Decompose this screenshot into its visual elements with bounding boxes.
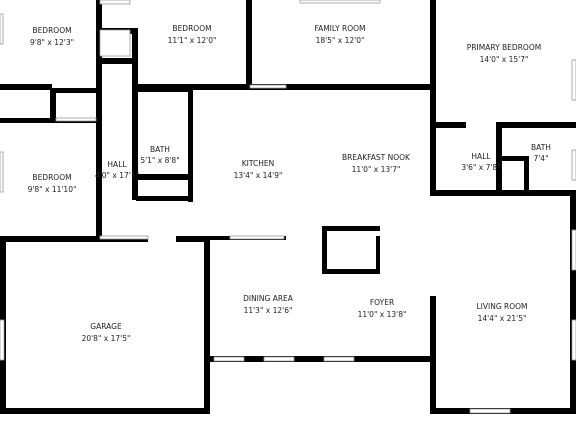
wall bbox=[496, 122, 576, 128]
window bbox=[99, 29, 131, 57]
wall bbox=[524, 156, 529, 196]
room-size-bedroom-n: 11'1" x 12'0" bbox=[168, 36, 217, 45]
wall bbox=[0, 84, 52, 90]
room-name-breakfast-nook: BREAKFAST NOOK bbox=[342, 153, 411, 162]
room-size-bedroom-w: 9'8" x 11'10" bbox=[28, 185, 77, 194]
window bbox=[99, 235, 149, 240]
room-size-breakfast-nook: 11'0" x 13'7" bbox=[352, 165, 401, 174]
window bbox=[323, 356, 355, 362]
wall bbox=[246, 0, 252, 88]
window bbox=[0, 319, 5, 361]
wall bbox=[132, 28, 138, 200]
window bbox=[571, 59, 576, 101]
window bbox=[0, 151, 4, 193]
room-name-bedroom-w: BEDROOM bbox=[32, 173, 71, 182]
room-name-dining-area: DINING AREA bbox=[243, 294, 294, 303]
wall bbox=[176, 236, 210, 242]
wall bbox=[430, 190, 576, 196]
window bbox=[299, 0, 381, 4]
wall bbox=[132, 88, 192, 92]
wall bbox=[96, 58, 138, 64]
room-name-bath-primary: BATH bbox=[531, 143, 551, 152]
wall bbox=[0, 118, 100, 123]
wall bbox=[210, 356, 434, 362]
window bbox=[99, 0, 131, 5]
room-size-foyer: 11'0" x 13'8" bbox=[358, 310, 407, 319]
wall bbox=[322, 226, 327, 274]
room-size-hall-e: 3'6" x 7'8" bbox=[461, 163, 500, 172]
room-name-foyer: FOYER bbox=[370, 298, 394, 307]
room-size-bath-primary: 7'4" bbox=[533, 154, 548, 163]
wall bbox=[430, 0, 436, 124]
wall bbox=[322, 269, 380, 274]
wall bbox=[570, 196, 576, 414]
room-size-living-room: 14'4" x 21'5" bbox=[478, 314, 527, 323]
window bbox=[571, 229, 576, 271]
room-size-bedroom-nw: 9'8" x 12'3" bbox=[30, 38, 74, 47]
window bbox=[469, 408, 511, 414]
room-size-bath-hall: 5'1" x 8'8" bbox=[140, 156, 179, 165]
wall bbox=[496, 156, 528, 161]
wall bbox=[322, 226, 380, 231]
room-size-hall-w: 4'0" x 17'1" bbox=[95, 171, 139, 180]
room-name-living-room: LIVING ROOM bbox=[476, 302, 527, 311]
wall bbox=[430, 122, 436, 196]
wall bbox=[50, 88, 96, 93]
window bbox=[55, 117, 97, 122]
window bbox=[263, 356, 295, 362]
window bbox=[571, 319, 576, 361]
room-size-primary-bedroom: 14'0" x 15'7" bbox=[480, 55, 529, 64]
room-name-primary-bedroom: PRIMARY BEDROOM bbox=[467, 43, 541, 52]
room-size-garage: 20'8" x 17'5" bbox=[82, 334, 131, 343]
room-size-family-room: 18'5" x 12'0" bbox=[316, 36, 365, 45]
room-name-hall-w: HALL bbox=[107, 160, 127, 169]
wall bbox=[50, 88, 56, 122]
room-name-bedroom-n: BEDROOM bbox=[172, 24, 211, 33]
wall bbox=[0, 408, 210, 414]
window bbox=[213, 356, 245, 362]
room-name-kitchen: KITCHEN bbox=[242, 159, 275, 168]
window bbox=[249, 84, 287, 89]
room-name-bedroom-nw: BEDROOM bbox=[32, 26, 71, 35]
room-name-garage: GARAGE bbox=[90, 322, 122, 331]
room-labels: BEDROOM 9'8" x 12'3" BEDROOM 11'1" x 12'… bbox=[28, 24, 551, 343]
room-size-dining-area: 11'3" x 12'6" bbox=[244, 306, 293, 315]
room-size-kitchen: 13'4" x 14'9" bbox=[234, 171, 283, 180]
window bbox=[229, 235, 285, 240]
wall bbox=[430, 296, 436, 414]
wall bbox=[376, 236, 380, 274]
window bbox=[571, 149, 576, 181]
window bbox=[0, 13, 4, 45]
room-name-bath-hall: BATH bbox=[150, 145, 170, 154]
wall bbox=[204, 236, 210, 414]
room-name-family-room: FAMILY ROOM bbox=[314, 24, 365, 33]
wall bbox=[136, 174, 192, 180]
wall bbox=[0, 236, 148, 242]
wall bbox=[136, 196, 192, 201]
windows bbox=[0, 0, 576, 414]
wall bbox=[188, 88, 193, 202]
room-name-hall-e: HALL bbox=[471, 152, 491, 161]
wall bbox=[430, 122, 466, 128]
